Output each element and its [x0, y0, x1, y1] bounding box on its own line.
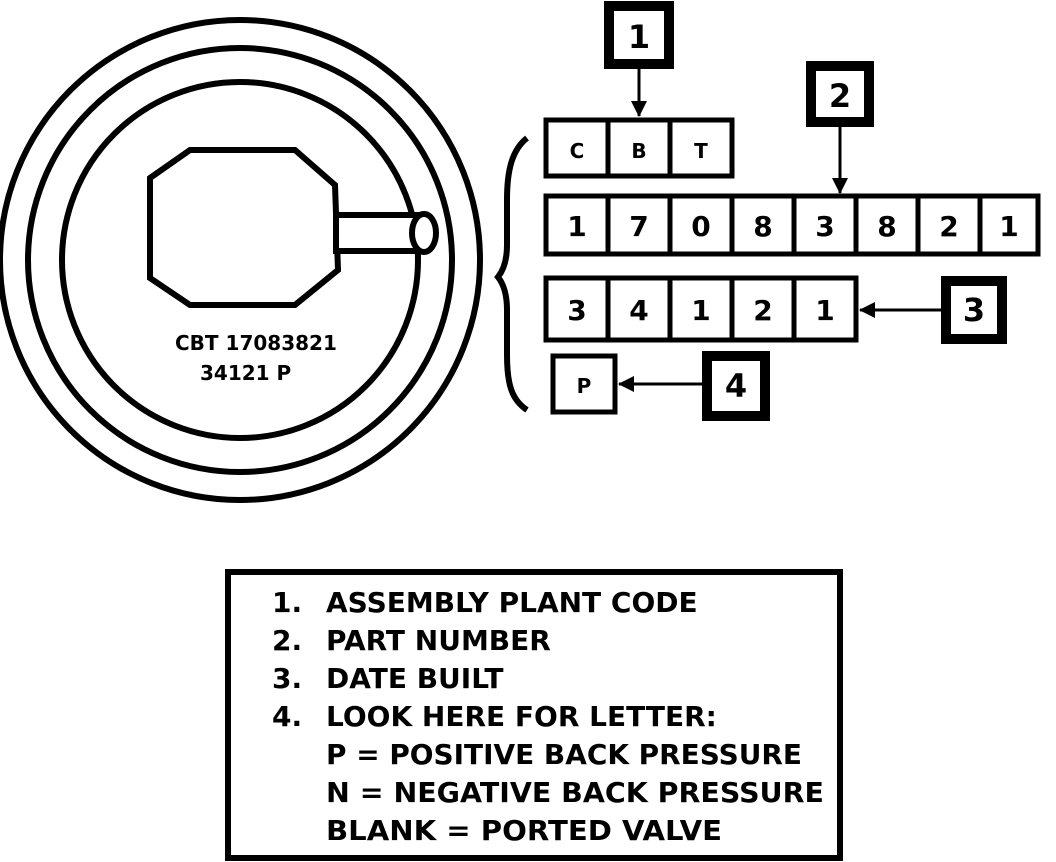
legend-sub-item-blank: BLANK = PORTED VALVE — [326, 814, 722, 847]
part-number-digit: 1 — [567, 210, 586, 243]
valve-hex-body — [147, 147, 342, 308]
callout-1-number: 1 — [628, 18, 650, 56]
date-built-cell — [791, 275, 859, 343]
legend-item-4-text: LOOK HERE FOR LETTER: — [326, 700, 717, 733]
callout-3-box — [941, 276, 1007, 344]
plant-code-letter: B — [631, 139, 646, 163]
callout-4-box — [702, 351, 770, 421]
legend-border — [225, 569, 843, 861]
date-built-boxes: 3 4 1 2 1 — [543, 275, 859, 343]
plant-code-cell — [543, 117, 611, 179]
legend-item-2-number: 2. — [272, 624, 302, 657]
letter-cell — [550, 353, 618, 415]
letter-value: P — [577, 374, 592, 398]
valve-nipple-tip — [409, 211, 439, 255]
part-number-digit: 7 — [629, 210, 648, 243]
valve-outer-ring — [0, 17, 483, 503]
legend-item-2-text: PART NUMBER — [326, 624, 551, 657]
part-number-digit: 0 — [691, 210, 710, 243]
callout-4: 4 — [618, 351, 770, 421]
date-built-digit: 1 — [691, 294, 710, 327]
date-built-digit: 4 — [629, 294, 648, 327]
valve-stamp-line1: CBT 17083821 — [175, 331, 337, 355]
plant-code-cell — [667, 117, 735, 179]
part-number-cell — [791, 193, 859, 257]
valve-stamp-line2: 34121 P — [200, 361, 291, 385]
part-number-digit: 3 — [815, 210, 834, 243]
letter-box: P — [550, 353, 618, 415]
callout-4-number: 4 — [725, 367, 747, 405]
part-number-cell — [853, 193, 921, 257]
plant-code-letter: T — [694, 139, 708, 163]
part-number-cell — [977, 193, 1041, 257]
legend-item-3-text: DATE BUILT — [326, 662, 504, 695]
callout-2: 2 — [806, 61, 874, 194]
legend-sub-item-positive: P = POSITIVE BACK PRESSURE — [326, 738, 802, 771]
legend-item-4-number: 4. — [272, 700, 302, 733]
valve-middle-ring — [25, 45, 455, 475]
legend-box: 1. ASSEMBLY PLANT CODE 2. PART NUMBER 3.… — [225, 569, 843, 861]
part-number-cell — [667, 193, 735, 257]
date-built-digit: 1 — [815, 294, 834, 327]
grouping-brace — [494, 135, 529, 413]
part-number-digit: 8 — [877, 210, 896, 243]
valve-inner-ring — [59, 79, 421, 441]
legend-item-3-number: 3. — [272, 662, 302, 695]
plant-code-boxes: C B T — [543, 117, 735, 179]
plant-code-cell — [605, 117, 673, 179]
callout-2-number: 2 — [829, 77, 851, 115]
legend-sub-item-negative: N = NEGATIVE BACK PRESSURE — [326, 776, 824, 809]
date-built-cell — [667, 275, 735, 343]
date-built-digit: 2 — [753, 294, 772, 327]
part-number-digit: 8 — [753, 210, 772, 243]
plant-code-letter: C — [570, 139, 585, 163]
legend-item-1-number: 1. — [272, 586, 302, 619]
date-built-digit: 3 — [567, 294, 586, 327]
date-built-cell — [543, 275, 611, 343]
callout-1-box — [604, 1, 674, 69]
date-built-cell — [605, 275, 673, 343]
callout-1: 1 — [604, 1, 674, 117]
legend-item-1-text: ASSEMBLY PLANT CODE — [326, 586, 698, 619]
callout-3: 3 — [859, 276, 1007, 344]
part-number-boxes: 1 7 0 8 3 8 2 1 — [543, 193, 1041, 257]
part-number-digit: 2 — [939, 210, 958, 243]
callout-3-number: 3 — [963, 291, 985, 329]
part-number-digit: 1 — [999, 210, 1018, 243]
valve-drawing: CBT 17083821 34121 P — [0, 17, 483, 503]
